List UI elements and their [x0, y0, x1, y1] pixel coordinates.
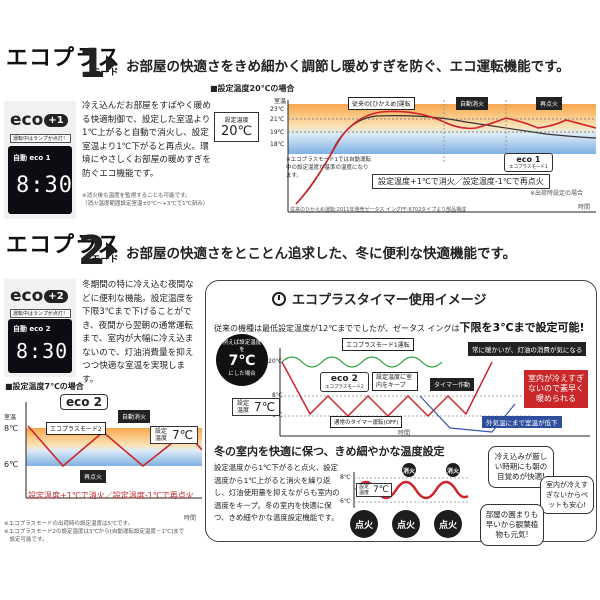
mode1-rule: 設定温度+1℃で消火／設定温度-1℃で再点火	[372, 174, 550, 189]
mode1-tick-19: 19℃	[270, 129, 285, 136]
mode2-set-temp-box: 設定温度 7℃	[150, 426, 199, 444]
mode2-display-mode: 自動 eco 2	[13, 325, 51, 333]
mode1-tick-21: 21℃	[270, 116, 285, 123]
mode1-x-label: 時間	[578, 204, 591, 211]
timer-clock-icon	[272, 291, 286, 306]
timer-x-label: 時間	[398, 430, 411, 437]
mode1-eco-logo: eco+1	[10, 110, 68, 130]
timer-title-row: エコプラスタイマー使用イメージ	[272, 289, 486, 308]
benefit-bubble-2: 室内が冷えすぎないからペットも安心!	[540, 476, 594, 514]
off-label-1: 消火	[402, 463, 416, 477]
mode1-headline: お部屋の快適さをきめ細かく調節し暖めすぎを防ぐ、エコ運転機能です。	[126, 59, 570, 75]
mode2-footnote-3: 設定可能です。	[4, 537, 48, 543]
temp-band	[288, 104, 596, 154]
eco-line	[295, 110, 597, 205]
mode1-display: 自動 eco 1 8:30	[8, 146, 72, 214]
mode2-panel: eco+2 運転中はランプが点灯！ 自動 eco 2 8:30	[4, 279, 76, 377]
mode1-tick-23: 23℃	[270, 106, 285, 113]
mode1-tag-off: 自動消火	[456, 97, 489, 110]
mode1-chart	[266, 94, 597, 224]
on-label-2: 点火	[392, 510, 420, 538]
mode2-x-label: 時間	[184, 515, 197, 522]
mode2-rule: 設定温度+1℃で消火／設定温度-1℃で再点火	[28, 491, 194, 500]
mode2-display: 自動 eco 2 8:30	[8, 319, 72, 373]
mode2-tick-6: 6℃	[4, 460, 19, 469]
mode2-chart-heading: ■設定温度7℃の場合	[5, 382, 84, 391]
timer-section-body: 設定温度から1℃下がると点火、設定温度から1℃上がると消火を繰り返し、灯油使用量…	[214, 463, 340, 522]
mode1-lamp-label: 運転中はランプが点灯！	[10, 134, 71, 143]
mode1-eco-badge: eco 1 エコプラスモード1	[504, 153, 553, 172]
mode1-display-time: 8:30	[16, 173, 73, 198]
mode2-number: 2	[78, 228, 106, 274]
mode2-footnote-2: ※エコプラスモード2の設定温度は3℃から[自動運転設定温度－1℃]まで	[4, 529, 185, 535]
mode2-footnote-1: ※エコプラスモードの出荷時の設定温度は5℃です。	[4, 521, 134, 527]
mode1-tick-18: 18℃	[270, 141, 285, 148]
mode1-source-note: ※出荷時設定の場合	[530, 190, 584, 197]
mode1-arrow-icon	[106, 55, 116, 73]
mode2-mode-tag: エコプラスモード2	[46, 422, 106, 435]
mode2-tag-off: 自動消火	[118, 410, 151, 423]
mode2-eco-logo: eco+2	[10, 286, 68, 306]
mode1-chart-heading: ■設定温度20℃の場合	[210, 84, 295, 93]
timer-drop-tag: 外気温にまで室温が低下	[482, 416, 562, 428]
mode1-body: 冷え込んだお部屋をすばやく暖める快適制御で、設定した室温より1℃上がると自動で消…	[82, 101, 211, 179]
timer-section-title: 冬の室内を快適に保つ、きめ細やかな温度設定	[214, 445, 445, 458]
mode1-tag-on: 再点火	[536, 97, 563, 110]
mode2-title: エコプラス モード	[6, 233, 121, 265]
mode1-note-1: ※消火後も温度を監視することも可能です。	[82, 193, 191, 199]
wave-set-temp-box: 設定温度 7℃	[356, 483, 392, 497]
timer-normal-tag: 通常のタイマー運転(OFF)	[330, 416, 403, 428]
mode1-wave	[281, 356, 443, 368]
mode1-number: 1	[78, 41, 106, 87]
mode1-set-temp-box: 設定温度 20℃	[214, 112, 260, 142]
timer-eco-badge: eco 2 エコプラスモード2	[320, 372, 369, 392]
wave-tick-8: 8℃	[340, 474, 351, 481]
wave-tick-6: 6℃	[340, 498, 351, 505]
timer-mode1-tag: エコプラスモード1運転	[342, 338, 414, 351]
off-label-2: 消火	[446, 463, 460, 477]
mode1-footnote: 従来のひかえめ運転:2011年発売ゼータス イングFF-6702タイプより部品構…	[290, 207, 467, 213]
mode2-headline: お部屋の快適さをとことん追求した、冬に便利な快適機能です。	[126, 246, 517, 262]
plus-one-icon: +1	[44, 114, 68, 127]
mode2-arrow-icon	[106, 242, 116, 260]
on-label-1: 点火	[350, 510, 378, 538]
timer-set-temp-box: 設定温度 7℃	[232, 398, 281, 416]
mode1-legend-tag: 従来の[ひかえめ]運転	[348, 97, 415, 110]
timer-example-circle: 例えば設定温度を 7℃ にした場合	[216, 334, 268, 386]
mode2-body: 冬期間の特に冷え込む夜間などに便利な機能。設定温度を下限3℃まで下げることができ…	[82, 280, 194, 385]
benefit-bubble-3: 部屋の園まりも早いから観葉植物も元気!	[480, 504, 544, 546]
mode1-y-label: 室温	[274, 98, 287, 105]
timer-tick-20: 20℃	[268, 358, 283, 365]
mode2-tick-8: 8℃	[4, 424, 19, 433]
mode1-display-mode: 自動 eco 1	[13, 154, 51, 162]
timer-warm-tag: 常に暖かいが、灯油の消費が気になる	[468, 342, 587, 356]
mode2-tag-on: 再点火	[80, 470, 107, 483]
mode2-y-label: 室温	[4, 414, 17, 421]
mode1-chart-svg	[287, 100, 597, 213]
plus-two-icon: +2	[44, 290, 68, 303]
timer-timer-tag: タイマー作動	[430, 378, 475, 391]
mode1-chart-note: ※エコプラスモード1では自動運転中の設定温度が基準の温度になります。	[286, 157, 371, 179]
timer-set-tag: 設定温度に室内をキープ	[372, 372, 418, 391]
mode2-eco-badge: eco 2	[60, 394, 109, 410]
mode1-panel: eco+1 運転中はランプが点灯！ 自動 eco 1 8:30	[4, 101, 76, 219]
mode1-note-2: （消火温度範囲設定室温±0℃～+3℃で1℃刻み）	[82, 201, 209, 207]
timer-tick-8: 8℃	[272, 392, 283, 399]
on-label-3: 点火	[434, 510, 462, 538]
mode1-title: エコプラス モード	[6, 46, 121, 78]
mode2-lamp-label: 運転中はランプが点灯！	[10, 309, 71, 318]
mode2-display-time: 8:30	[16, 339, 69, 363]
timer-intro: 従来の機種は最低設定温度が12℃まででしたが、ゼータス イングは下限を3℃まで設…	[214, 321, 585, 334]
timer-morning-tag: 室内が冷えすぎないので素早く暖められる	[524, 370, 588, 408]
